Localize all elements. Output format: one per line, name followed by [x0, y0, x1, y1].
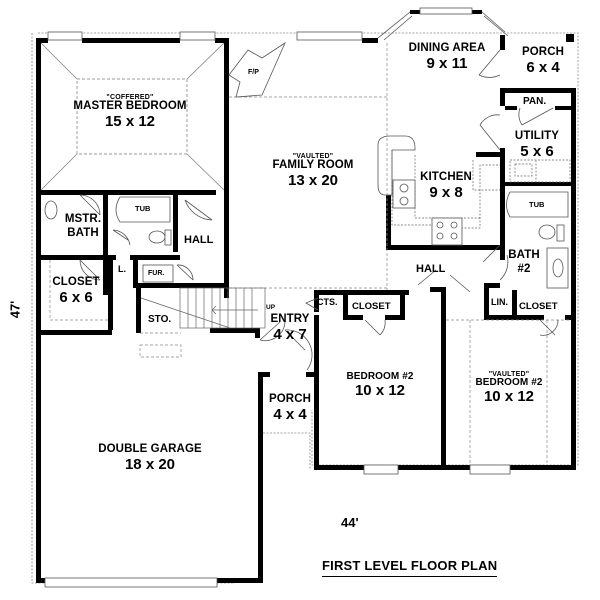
room-family-room: "VAULTED" FAMILY ROOM 13 x 20	[273, 153, 354, 188]
room-linen-left: L.	[118, 264, 126, 274]
room-size: 13 x 20	[287, 171, 339, 189]
room-note: "VAULTED"	[488, 371, 530, 378]
room-size: 10 x 12	[354, 382, 406, 399]
room-name: CLOSET	[52, 276, 100, 288]
room-size: 6 x 6	[59, 288, 93, 306]
room-entry: ENTRY 4 x 7	[270, 313, 310, 343]
room-name: BEDROOM #2	[475, 377, 543, 388]
room-name: ENTRY	[270, 313, 310, 325]
stair-up-label: UP	[266, 304, 276, 311]
room-bath2: BATH #2	[508, 249, 540, 275]
room-name: DINING AREA	[408, 42, 486, 54]
room-name: BEDROOM #2	[346, 371, 414, 382]
room-hall-right: HALL	[416, 263, 446, 275]
room-name: PORCH	[521, 46, 565, 58]
room-storage: STO.	[148, 314, 172, 325]
room-bedroom-3: "VAULTED" BEDROOM #2 10 x 12	[475, 371, 542, 404]
room-name: MSTR.	[64, 213, 102, 225]
room-closet-bed3: CLOSET	[519, 301, 558, 312]
overall-width-dimension: 44'	[341, 515, 359, 530]
room-linen-right: LIN.	[491, 297, 508, 307]
room-dining-area: DINING AREA 9 x 11	[408, 42, 486, 72]
room-note: "VAULTED"	[292, 153, 334, 160]
room-size: 9 x 11	[426, 54, 468, 72]
room-name: BATH	[508, 249, 540, 261]
room-size: 6 x 4	[526, 58, 560, 76]
room-size: 9 x 8	[429, 183, 463, 201]
room-size: 15 x 12	[104, 112, 156, 130]
room-size: 4 x 7	[273, 325, 307, 343]
room-name: UTILITY	[514, 130, 560, 142]
room-coats: CTS.	[317, 297, 338, 307]
plan-title: FIRST LEVEL FLOOR PLAN	[322, 558, 498, 577]
room-name: DOUBLE GARAGE	[98, 443, 202, 455]
room-rear-porch: PORCH 6 x 4	[521, 46, 565, 76]
room-size: 4 x 4	[273, 405, 307, 423]
room-master-bath: MSTR. BATH	[64, 213, 102, 239]
room-note: "COFFERED"	[106, 94, 154, 101]
room-closet-bed2: CLOSET	[352, 301, 391, 312]
room-utility: UTILITY 5 x 6	[514, 130, 560, 160]
tub-label-master: TUB	[135, 204, 151, 213]
room-hall-left: HALL	[184, 234, 214, 246]
room-name-line2: BATH	[67, 226, 99, 239]
room-size: 18 x 20	[124, 455, 176, 473]
room-kitchen: KITCHEN 9 x 8	[420, 171, 472, 201]
room-name: PORCH	[268, 393, 312, 405]
room-size: 10 x 12	[483, 388, 535, 405]
room-pantry: PAN.	[523, 96, 547, 107]
overall-depth-dimension: 47'	[7, 300, 23, 319]
room-size: 5 x 6	[520, 142, 554, 160]
room-furnace: FUR.	[148, 270, 165, 277]
tub-label-bath2: TUB	[529, 200, 545, 209]
room-master-closet: CLOSET 6 x 6	[52, 276, 100, 306]
room-name: KITCHEN	[420, 171, 472, 183]
room-front-porch: PORCH 4 x 4	[268, 393, 312, 423]
room-double-garage: DOUBLE GARAGE 18 x 20	[98, 443, 202, 473]
room-name: FAMILY ROOM	[272, 159, 354, 171]
room-name-line2: #2	[517, 262, 531, 275]
room-bedroom-2: BEDROOM #2 10 x 12	[346, 371, 414, 399]
fireplace-label: F/P	[248, 69, 259, 76]
room-name: MASTER BEDROOM	[73, 100, 187, 112]
room-master-bedroom: "COFFERED" MASTER BEDROOM 15 x 12	[73, 94, 186, 129]
